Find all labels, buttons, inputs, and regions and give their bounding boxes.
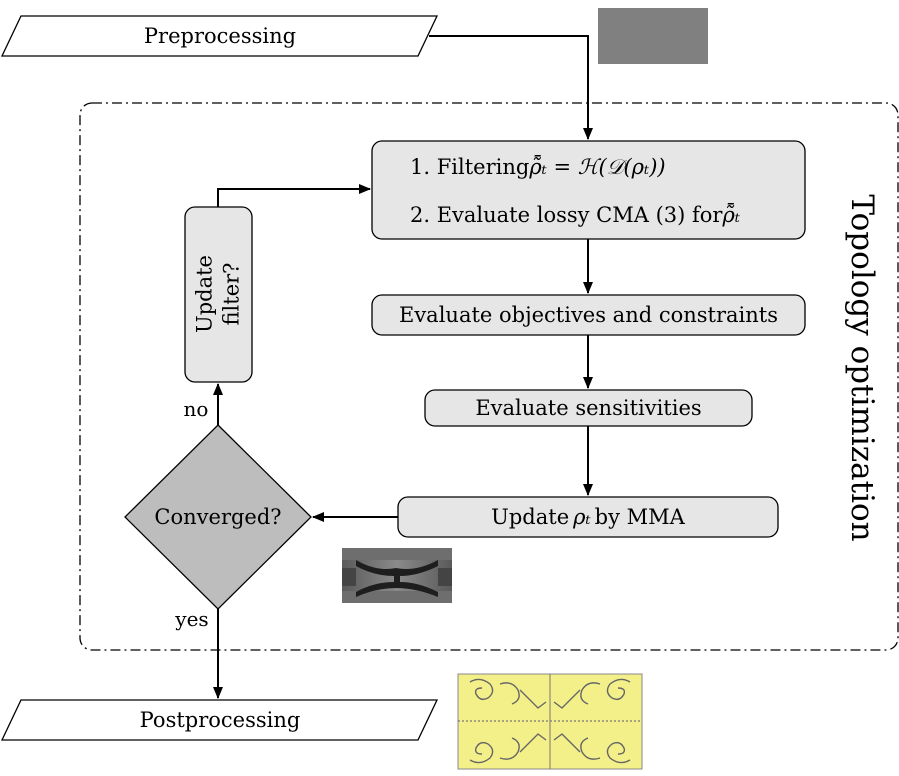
- filter-formula: ρ̃̄ₜ = ℋ(𝒟(ρₜ)): [529, 154, 666, 179]
- filter-step-line-2-text: 2. Evaluate lossy CMA (3) for: [410, 203, 723, 227]
- postprocessing-label: Postprocessing: [139, 708, 301, 732]
- filter-step-line-2: 2. Evaluate lossy CMA (3) for ρ̃̄ₜ: [410, 198, 740, 232]
- update-filter-line-1: Update: [192, 255, 217, 333]
- final-design-preview: [457, 673, 643, 770]
- intermediate-design-preview: [342, 548, 452, 603]
- topology-optimization-group: [79, 102, 899, 651]
- update-filter-line-2: filter?: [219, 262, 243, 326]
- filtered-density-symbol: ρ̃̄ₜ: [722, 203, 740, 227]
- update-mma-prefix: Update: [491, 505, 570, 529]
- filter-step-line-1: 1. Filtering ρ̃̄ₜ = ℋ(𝒟(ρₜ)): [410, 150, 666, 184]
- arrow-update-filter-to-filter: [217, 184, 371, 207]
- arrow-preprocessing-to-filter: [429, 35, 593, 140]
- preprocessing-label: Preprocessing: [143, 24, 297, 48]
- sensitivities-label: Evaluate sensitivities: [475, 396, 702, 420]
- update-filter-label: Update filter?: [185, 207, 252, 382]
- initial-design-preview: [598, 8, 708, 64]
- update-mma-label: Update ρₜ by MMA: [398, 497, 778, 537]
- topology-optimization-label: Topology optimization: [844, 194, 880, 542]
- filter-step-line-1-text: 1. Filtering: [410, 155, 530, 179]
- objectives-label: Evaluate objectives and constraints: [398, 303, 779, 327]
- update-mma-suffix: by MMA: [594, 505, 685, 529]
- preprocessing-shape: [0, 15, 439, 57]
- edge-label-yes: yes: [175, 607, 209, 631]
- converged-label: Converged?: [154, 505, 282, 529]
- postprocessing-shape: [0, 699, 439, 741]
- edge-label-no: no: [183, 397, 209, 421]
- density-symbol: ρₜ: [573, 505, 591, 529]
